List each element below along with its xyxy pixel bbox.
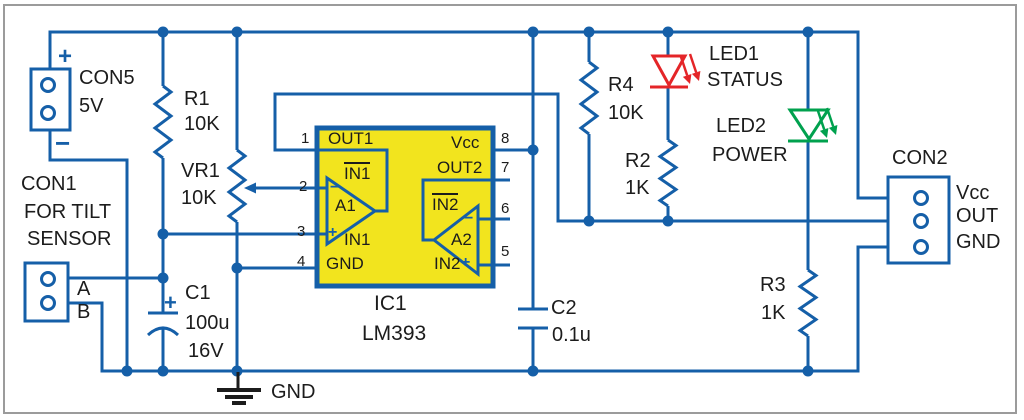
ic1-label-vcc: Vcc: [451, 133, 480, 152]
resistor-r1-symbol: [152, 84, 174, 160]
ground-symbol: [217, 372, 261, 405]
r1-name: R1: [184, 88, 210, 110]
connectors: [23, 67, 951, 323]
ic1-label-gnd: GND: [326, 254, 364, 273]
r4-value: 10K: [608, 102, 644, 124]
ic1-label-in1: IN1: [344, 230, 371, 249]
con5-pin1-circle: [40, 77, 56, 93]
ic1-pin-number-3: 3: [297, 223, 306, 240]
ic1-ref: IC1: [374, 292, 407, 315]
con2-pin-gnd-label: GND: [956, 231, 1001, 253]
con1-desc2: SENSOR: [27, 228, 112, 250]
ic1-pin-number-8: 8: [501, 130, 510, 147]
led2-arrowhead-1: [819, 128, 829, 138]
con2-pin-out-label: OUT: [956, 205, 999, 227]
ic1-pin-number-4: 4: [297, 253, 306, 270]
con5-value: 5V: [79, 95, 104, 117]
ic1-pin-number-7: 7: [501, 159, 510, 176]
con1-pin-a-label: A: [77, 278, 91, 300]
con2-pin-out-circle: [913, 213, 929, 229]
led1-symbol: [650, 53, 701, 89]
con2-pin-gnd-circle: [913, 239, 929, 255]
ic1-label-out1: OUT1: [328, 129, 374, 148]
wire-a2-output: [421, 178, 493, 242]
r3-name: R3: [760, 274, 786, 296]
a2-noninverting-sign: +: [461, 254, 471, 271]
ic1-label-a1: A1: [335, 196, 356, 215]
wire-vcc-rail: [48, 30, 888, 200]
c1-value: 100u: [185, 312, 230, 334]
ic1-body: [314, 125, 496, 289]
opamp-a1-symbol: [325, 175, 378, 247]
wire-gnd-rail: [68, 245, 888, 373]
con5-pin2-circle: [40, 105, 56, 121]
con5-minus-sign: −: [55, 128, 71, 158]
c1-rating: 16V: [188, 340, 224, 362]
capacitor-c1-plate-bottom: [146, 326, 180, 337]
gnd-label: GND: [271, 381, 316, 403]
led1-triangle: [650, 54, 688, 89]
ic1-pin-number-2: 2: [299, 178, 308, 195]
c1-plus-sign: +: [164, 290, 177, 315]
con5-name: CON5: [79, 67, 135, 89]
led1-function: STATUS: [707, 69, 783, 91]
ic1-label-out2: OUT2: [437, 158, 483, 177]
r4-name: R4: [608, 74, 634, 96]
ic1-label-in2: IN2: [434, 254, 461, 273]
r3-value: 1K: [761, 302, 786, 324]
ic1-label-in1-inverting: IN1: [344, 162, 371, 183]
c1-name: C1: [185, 282, 211, 304]
potentiometer-vr1-symbol: [226, 148, 248, 224]
ic1-pin-number-5: 5: [501, 243, 510, 260]
frame-border: [3, 4, 1017, 414]
con2-pin-vcc-circle: [913, 190, 929, 206]
con2-pin-vcc-label: Vcc: [956, 182, 990, 204]
led2-triangle: [787, 108, 831, 142]
con1-pin-b-circle: [40, 295, 56, 311]
wires: [48, 30, 888, 373]
led1-emission-arrows: [679, 53, 698, 76]
con1-desc1: FOR TILT: [24, 201, 112, 223]
ic1-pin-number-6: 6: [501, 200, 510, 217]
ic1-part: LM393: [362, 322, 427, 345]
con1-pin-b-label: B: [77, 301, 91, 323]
ic1-label-in2-inverting: IN2: [432, 193, 459, 214]
opamps: [325, 175, 480, 278]
opamp-a2-symbol: [431, 202, 480, 278]
resistor-r4-symbol: [578, 60, 600, 136]
c2-value: 0.1u: [552, 324, 591, 346]
resistor-r3-symbol: [797, 268, 819, 338]
resistor-r2-symbol: [657, 138, 679, 208]
wire-out-net: [273, 92, 888, 223]
wire-con5-minus: [48, 130, 129, 371]
con1-name: CON1: [21, 173, 77, 195]
wire-a1-output: [317, 148, 389, 213]
con1-pin-a-circle: [40, 271, 56, 287]
vr1-name: VR1: [181, 160, 220, 182]
ic1-pin-number-1: 1: [301, 130, 310, 147]
led2-function: POWER: [712, 144, 788, 166]
led2-emission-arrows: [816, 107, 835, 130]
r2-value: 1K: [625, 177, 650, 199]
led1-arrowhead-2: [691, 71, 701, 81]
r2-name: R2: [625, 150, 651, 172]
vr1-value: 10K: [181, 187, 217, 209]
led1-arrowhead-1: [682, 74, 692, 84]
con2-name: CON2: [892, 147, 948, 169]
led1-name: LED1: [709, 43, 760, 65]
led2-arrowhead-2: [828, 125, 838, 135]
a1-inverting-sign: −: [330, 179, 340, 196]
junction-dots: [121, 26, 814, 377]
c2-name: C2: [551, 297, 577, 319]
led2-symbol: [787, 107, 838, 143]
led2-name: LED2: [716, 115, 767, 137]
a2-inverting-sign: −: [464, 210, 474, 227]
con5-plus-sign: +: [58, 43, 73, 70]
vr1-wiper-arrowhead: [244, 182, 256, 194]
ic1-label-a2: A2: [451, 230, 472, 249]
a1-noninverting-sign: +: [328, 224, 338, 241]
r1-value: 10K: [184, 113, 220, 135]
